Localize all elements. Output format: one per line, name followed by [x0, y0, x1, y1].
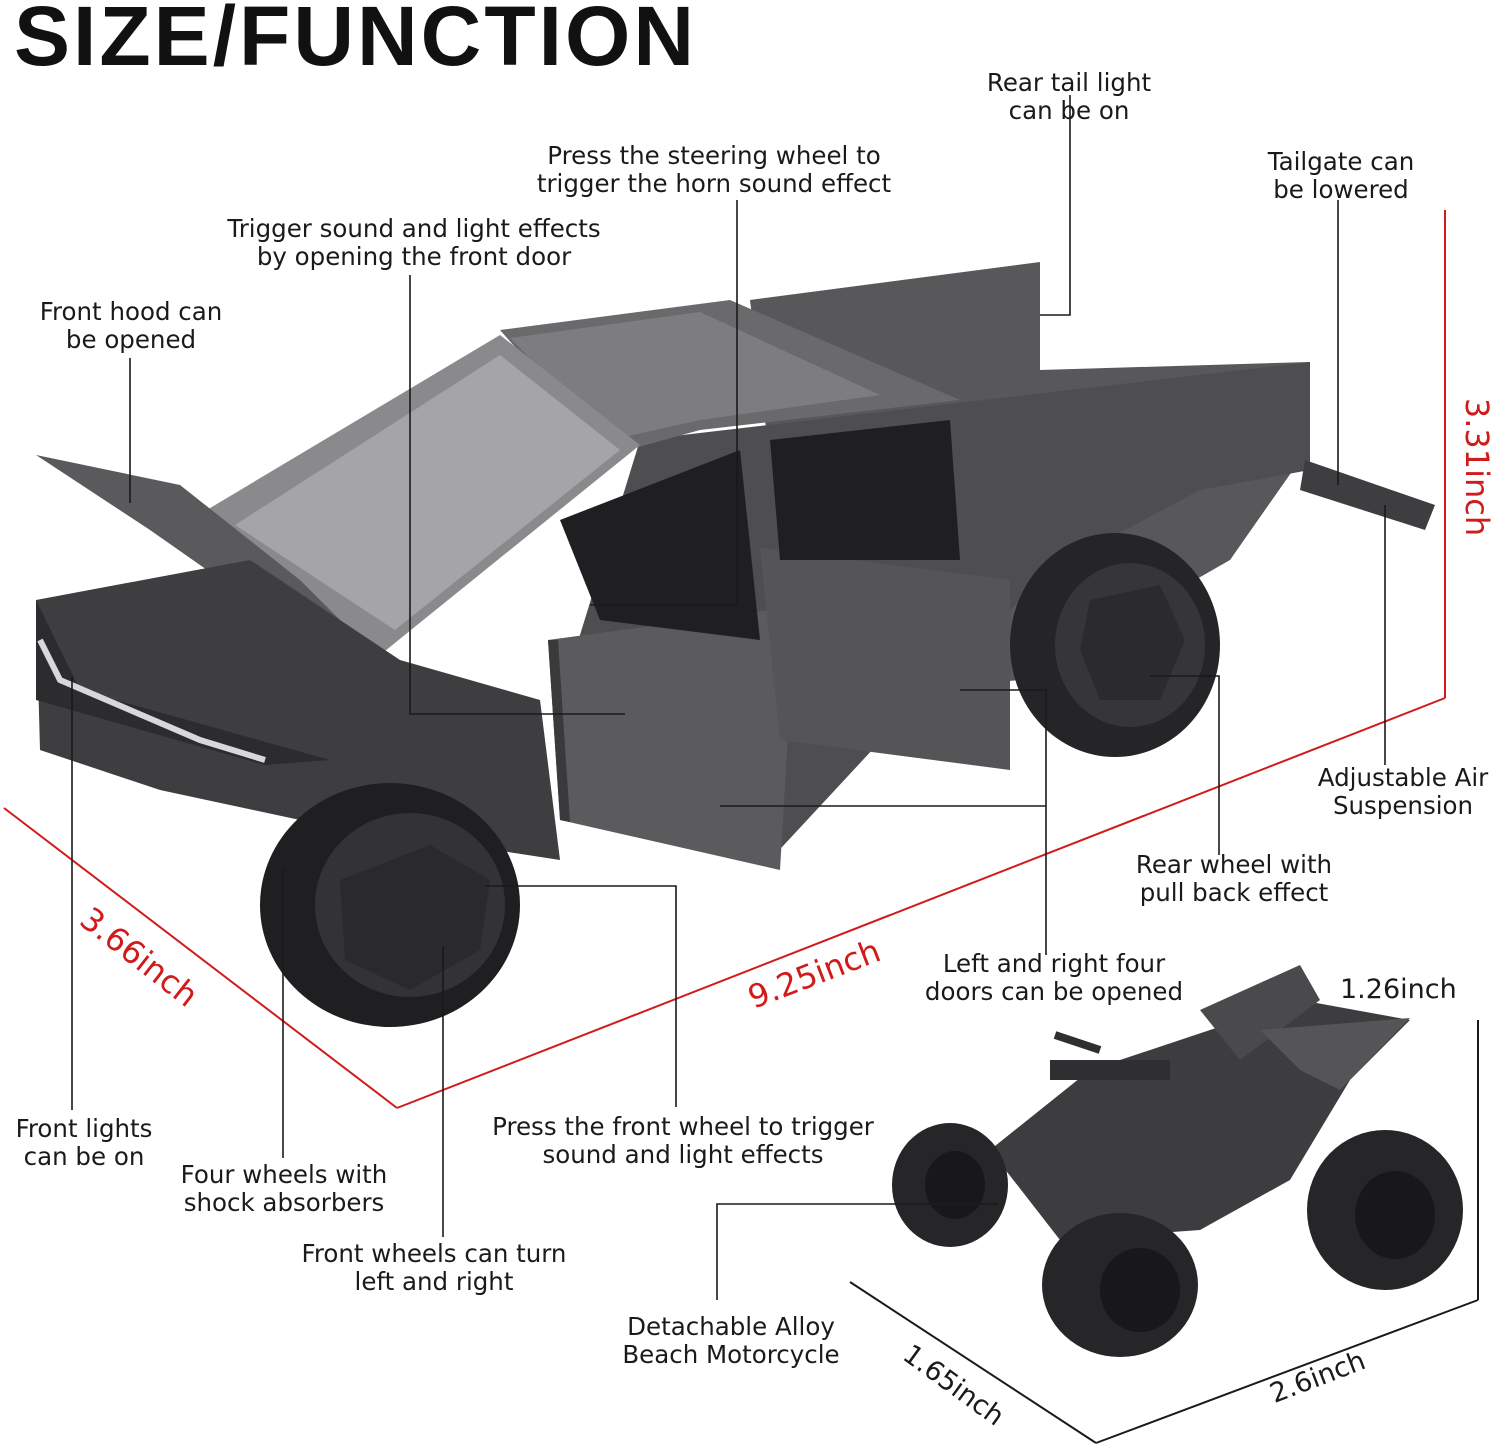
callout-line: doors can be opened	[924, 977, 1184, 1006]
dimension-moto-height: 1.26inch	[1340, 974, 1457, 1005]
callout-four-doors: Left and right four doors can be opened	[906, 950, 1202, 1006]
callout-line: Suspension	[1332, 791, 1474, 820]
callout-motorcycle: Detachable Alloy Beach Motorcycle	[606, 1313, 856, 1369]
dimension-truck-height: 3.31inch	[1458, 397, 1497, 537]
callout-front-lights: Front lights can be on	[4, 1115, 164, 1171]
callout-line: Rear tail light	[986, 68, 1152, 97]
leader-lines	[71, 95, 1386, 1300]
callout-rear-tail-light: Rear tail light can be on	[968, 69, 1170, 125]
callout-line: Rear wheel with	[1135, 850, 1333, 879]
callout-line: trigger the horn sound effect	[536, 169, 892, 198]
callout-tailgate: Tailgate can be lowered	[1247, 148, 1435, 204]
callout-line: Four wheels with	[180, 1160, 388, 1189]
callout-line: Beach Motorcycle	[622, 1340, 840, 1369]
callout-rear-wheel: Rear wheel with pull back effect	[1118, 851, 1350, 907]
moto-dimension-lines	[849, 1020, 1479, 1444]
callout-shock-absorbers: Four wheels with shock absorbers	[164, 1161, 404, 1217]
callout-line: left and right	[354, 1267, 514, 1296]
callout-line: Front lights	[15, 1114, 153, 1143]
callout-front-wheels-turn: Front wheels can turn left and right	[280, 1240, 588, 1296]
callout-line: Detachable Alloy	[627, 1312, 835, 1341]
callout-horn: Press the steering wheel to trigger the …	[515, 142, 913, 198]
callout-line: sound and light effects	[542, 1140, 824, 1169]
callout-line: shock absorbers	[183, 1188, 385, 1217]
callout-line: Press the front wheel to trigger	[492, 1112, 874, 1141]
callout-line: Press the steering wheel to	[547, 141, 881, 170]
truck-dimension-lines	[3, 210, 1446, 1109]
callout-line: Trigger sound and light effects	[227, 214, 601, 243]
callout-line: Tailgate can	[1267, 147, 1415, 176]
callout-line: Front hood can	[39, 297, 223, 326]
callout-line: Front wheels can turn	[301, 1239, 567, 1268]
callout-line: can be on	[23, 1142, 145, 1171]
truck-illustration	[36, 262, 1435, 1027]
callout-line: be opened	[65, 325, 197, 354]
callout-front-hood: Front hood can be opened	[24, 298, 238, 354]
callout-air-suspension: Adjustable Air Suspension	[1300, 764, 1500, 820]
callout-door-sound: Trigger sound and light effects by openi…	[200, 215, 628, 271]
callout-line: Adjustable Air	[1317, 763, 1489, 792]
callout-line: Left and right four	[942, 949, 1166, 978]
callout-line: be lowered	[1273, 175, 1409, 204]
callout-line: can be on	[1008, 96, 1130, 125]
motorcycle-illustration	[892, 965, 1463, 1357]
callout-front-wheel-press: Press the front wheel to trigger sound a…	[468, 1113, 898, 1169]
callout-line: pull back effect	[1139, 878, 1329, 907]
callout-line: by opening the front door	[256, 242, 572, 271]
page-title: SIZE/FUNCTION	[14, 0, 697, 83]
